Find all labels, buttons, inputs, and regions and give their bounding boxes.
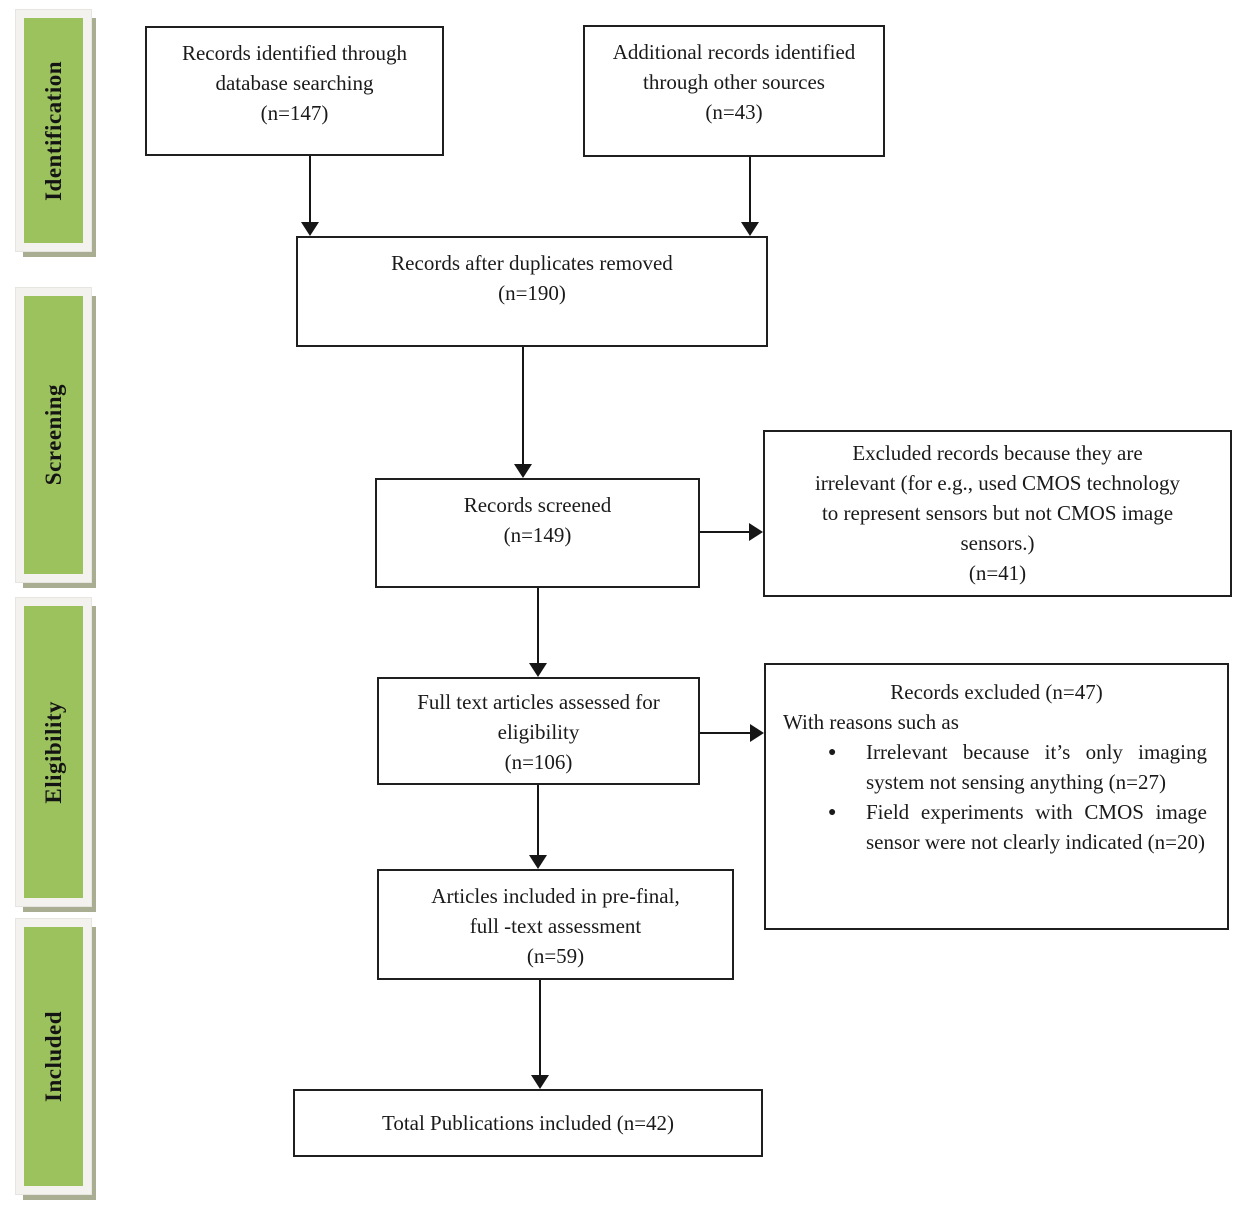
box-excluded-irrelevant: Excluded records because they are irrele… (763, 430, 1232, 597)
box-fulltext-assessed: Full text articles assessed for eligibil… (377, 677, 700, 785)
stage-label-eligibility: Eligibility (40, 700, 66, 804)
box-records-identified-other: Additional records identified through ot… (583, 25, 885, 157)
stage-bar-fill: Identification (24, 18, 83, 243)
box-records-excluded-reasons: Records excluded (n=47) With reasons suc… (764, 663, 1229, 930)
box-text: Excluded records because they are irrele… (814, 441, 1181, 585)
stage-bar-eligibility: Eligibility (15, 597, 92, 907)
stage-bar-identification: Identification (15, 9, 92, 252)
excluded-title: Records excluded (n=47) (890, 680, 1103, 704)
box-text: Records after duplicates removed (n=190) (391, 251, 673, 305)
box-text: Articles included in pre-final, full -te… (431, 884, 680, 968)
stage-bar-fill: Eligibility (24, 606, 83, 898)
stage-label-screening: Screening (40, 384, 66, 486)
stage-bar-screening: Screening (15, 287, 92, 583)
box-prefinal-included: Articles included in pre-final, full -te… (377, 869, 734, 980)
stage-label-included: Included (40, 1011, 66, 1102)
stage-label-identification: Identification (40, 60, 66, 201)
stage-bar-fill: Screening (24, 296, 83, 574)
excluded-reason-list: Irrelevant because it’s only imaging sys… (766, 737, 1227, 857)
stage-bar-fill: Included (24, 927, 83, 1186)
excluded-subtitle: With reasons such as (783, 710, 959, 734)
excluded-reason-item: Irrelevant because it’s only imaging sys… (828, 737, 1207, 797)
box-records-identified-database: Records identified through database sear… (145, 26, 444, 156)
box-text: Records screened (n=149) (463, 493, 612, 547)
excluded-reason-item: Field experiments with CMOS image sensor… (828, 797, 1207, 857)
box-records-after-duplicates: Records after duplicates removed (n=190) (296, 236, 768, 347)
box-text: Additional records identified through ot… (612, 40, 856, 124)
box-records-screened: Records screened (n=149) (375, 478, 700, 588)
box-text: Records identified through database sear… (181, 41, 408, 125)
stage-bar-included: Included (15, 918, 92, 1195)
box-text: Full text articles assessed for eligibil… (417, 690, 660, 774)
box-total-included: Total Publications included (n=42) (293, 1089, 763, 1157)
box-text: Total Publications included (n=42) (381, 1111, 675, 1135)
